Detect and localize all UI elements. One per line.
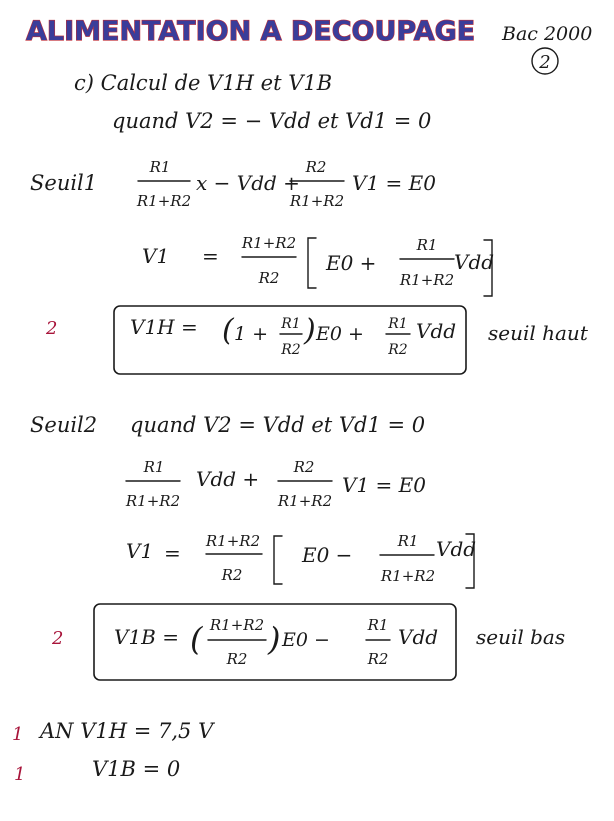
fraction-numerator: R1	[143, 458, 165, 476]
grading-mark: 2	[51, 628, 63, 649]
step-heading: c) Calcul de V1H et V1B	[74, 71, 332, 95]
fraction-denominator: R2	[387, 342, 408, 358]
result-lhs: V1H =	[130, 315, 198, 339]
seuil1-result: 2 V1H = ( 1 + R1 R2 ) E0 + R1 R2 Vdd seu…	[45, 305, 589, 375]
document-title: ALIMENTATION A DECOUPAGE	[26, 16, 475, 47]
fraction-denominator: R2	[258, 269, 280, 287]
fraction-denominator: R1+R2	[380, 567, 435, 585]
grading-mark: 2	[45, 318, 57, 339]
fraction-denominator: R2	[221, 566, 243, 584]
equation-term: Vdd	[398, 625, 438, 649]
fraction-denominator: R2	[367, 650, 389, 668]
condition-2: quand V2 = Vdd et Vd1 = 0	[130, 413, 425, 437]
fraction-denominator: R2	[226, 650, 248, 668]
paren-left: (	[190, 620, 204, 658]
fraction-numerator: R1	[367, 616, 389, 634]
result-lhs: V1B =	[114, 625, 179, 649]
equation-term: Vdd +	[196, 467, 259, 491]
result-box	[113, 305, 467, 375]
condition-1: quand V2 = − Vdd et Vd1 = 0	[112, 109, 431, 133]
paren-left: (	[222, 313, 235, 348]
equation-term: Vdd	[416, 319, 456, 343]
equation-term: Vdd	[436, 537, 476, 561]
equation-term: 1 +	[234, 323, 268, 345]
result-note: seuil bas	[476, 625, 565, 649]
fraction-numerator: R1+R2	[205, 532, 260, 550]
seuil1-equation-2: V1 = R1+R2 R2 E0 + R1 R1+R2 Vdd	[142, 234, 494, 297]
fraction-denominator: R1+R2	[399, 271, 454, 289]
equation-term: E0 −	[301, 543, 352, 567]
fraction-denominator: R1+R2	[125, 492, 180, 510]
page-number-circle	[531, 47, 559, 75]
equation-term: E0 +	[315, 323, 364, 345]
paren-right: )	[303, 313, 316, 348]
fraction-numerator: R1	[397, 532, 419, 550]
fraction-denominator: R2	[280, 342, 301, 358]
fraction-numerator: R1	[149, 158, 171, 176]
equation-lhs: V1	[142, 244, 169, 268]
fraction-numerator: R1+R2	[241, 234, 296, 252]
fraction-denominator: R1+R2	[277, 492, 332, 510]
equation-term: Vdd	[454, 250, 494, 274]
seuil2-label: Seuil2	[30, 413, 97, 437]
equation-term: E0 +	[325, 251, 376, 275]
equation-lhs: V1	[126, 539, 153, 563]
grading-mark: 1	[14, 764, 25, 785]
equation-term: V1 = E0	[342, 473, 426, 497]
equals-sign: =	[164, 541, 181, 565]
seuil2-equation-2: V1 = R1+R2 R2 E0 − R1 R1+R2 Vdd	[126, 532, 476, 589]
grading-mark: 1	[12, 724, 23, 745]
equation-term: V1 = E0	[352, 171, 436, 195]
equals-sign: =	[202, 244, 219, 268]
page-number: 2	[538, 52, 550, 73]
fraction-numerator: R1	[387, 316, 407, 332]
bracket-right	[465, 533, 475, 589]
numerical-result: AN V1H = 7,5 V	[38, 719, 215, 743]
equation-term: E0 −	[281, 629, 330, 651]
seuil1-equation-1: R1 R1+R2 x − Vdd + R2 R1+R2 V1 = E0	[136, 158, 436, 210]
result-note: seuil haut	[488, 321, 589, 345]
fraction-numerator: R1	[280, 316, 300, 332]
bracket-left	[273, 535, 283, 585]
fraction-denominator: R1+R2	[289, 192, 344, 210]
seuil1-label: Seuil1	[30, 171, 97, 195]
fraction-numerator: R1+R2	[209, 616, 264, 634]
fraction-numerator: R2	[305, 158, 327, 176]
paren-right: )	[267, 620, 280, 658]
equation-term: x − Vdd +	[196, 171, 300, 195]
fraction-numerator: R1	[416, 236, 438, 254]
bracket-right	[483, 239, 493, 297]
seuil2-equation-1: R1 R1+R2 Vdd + R2 R1+R2 V1 = E0	[125, 458, 426, 510]
corner-note: Bac 2000	[501, 23, 592, 45]
fraction-denominator: R1+R2	[136, 192, 191, 210]
bracket-left	[307, 237, 317, 289]
fraction-numerator: R2	[293, 458, 315, 476]
result-box	[93, 603, 457, 681]
numerical-result: V1B = 0	[92, 757, 180, 781]
seuil2-result: 2 V1B = ( R1+R2 R2 ) E0 − R1 R2 Vdd seui…	[51, 603, 565, 681]
